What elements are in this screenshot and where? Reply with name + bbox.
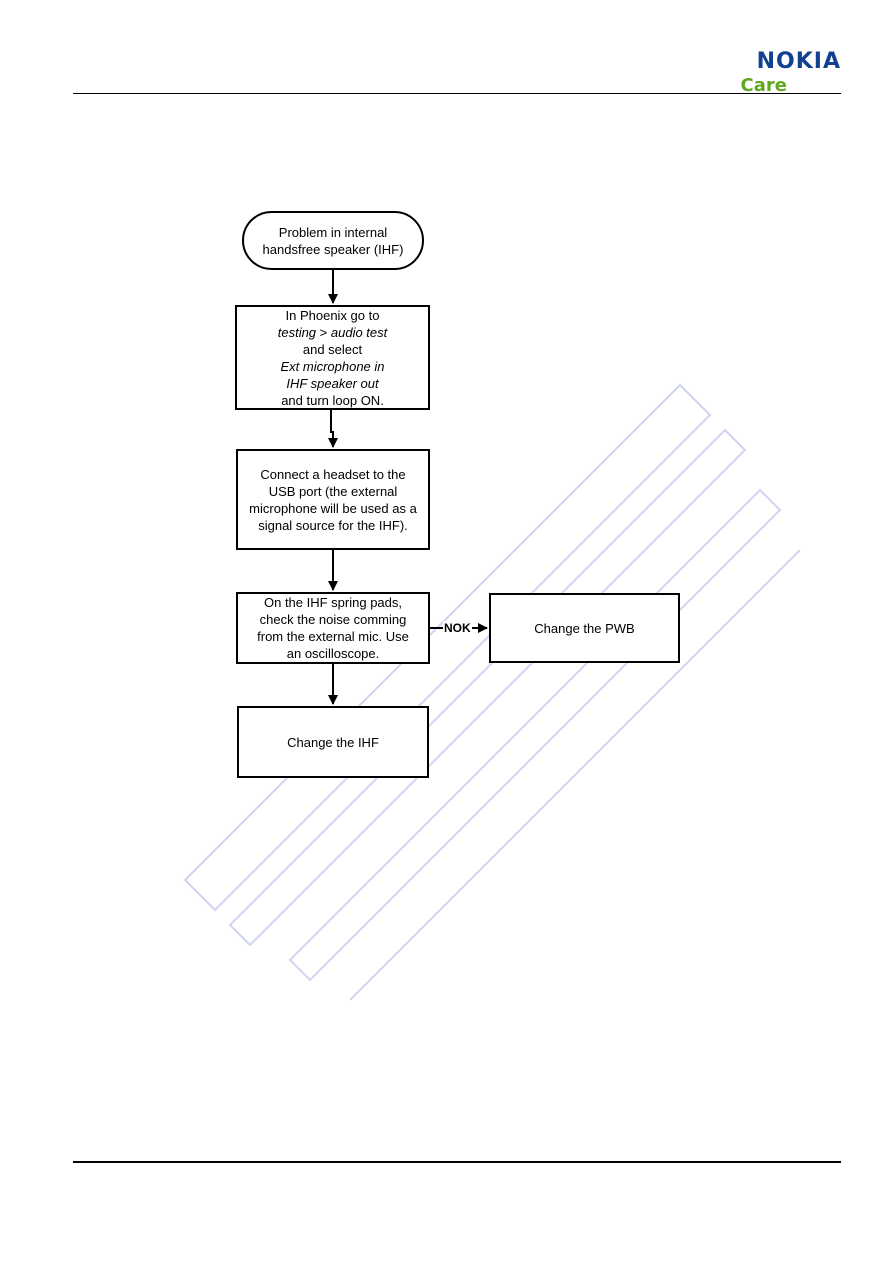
header-rule	[73, 93, 841, 94]
step1-line-1: In Phoenix go to	[285, 307, 380, 323]
step1-audio-test: audio test	[330, 324, 388, 340]
step1-line-6: and turn loop ON.	[281, 392, 384, 408]
start-line-1: Problem in internal	[278, 224, 388, 240]
start-node: Problem in internal handsfree speaker (I…	[242, 211, 424, 270]
arrow-step1-to-step2	[328, 410, 338, 448]
step1-line-3: and select	[302, 341, 363, 357]
step-phoenix-audio-test: In Phoenix go to testing > audio test an…	[235, 305, 430, 410]
step-connect-headset: Connect a headset to the USB port (the e…	[236, 449, 430, 550]
care-wordmark: Care	[740, 75, 787, 96]
change-ihf-label: Change the IHF	[287, 734, 379, 750]
nokia-wordmark: NOKIA	[756, 49, 841, 74]
step2-line-4: signal source for the IHF).	[258, 517, 408, 533]
start-line-2: handsfree speaker (IHF)	[262, 241, 404, 257]
step2-line-2: USB port (the external	[268, 483, 398, 499]
change-pwb-node: Change the PWB	[489, 593, 680, 663]
step3-line-3: from the external mic. Use	[257, 629, 409, 644]
step2-line-1: Connect a headset to the	[260, 466, 406, 482]
nokia-care-logo: NOKIA Care	[741, 50, 841, 96]
step3-line-2: check the noise comming	[259, 612, 407, 627]
step1-line-2: testing > audio test	[278, 324, 388, 341]
step-check-noise: On the IHF spring pads, check the noise …	[236, 592, 430, 664]
step3-line-1: On the IHF spring pads,	[263, 595, 402, 610]
footer-rule	[73, 1161, 841, 1163]
step3-line-4: an oscilloscope.	[286, 646, 380, 661]
change-pwb-label: Change the PWB	[534, 620, 635, 636]
nok-label: NOK	[443, 621, 472, 635]
step1-line-5: IHF speaker out	[286, 375, 379, 391]
step1-sep: >	[316, 324, 331, 340]
change-ihf-node: Change the IHF	[237, 706, 429, 778]
step1-testing: testing	[277, 324, 317, 340]
step1-line-4: Ext microphone in	[280, 358, 385, 374]
step2-line-3: microphone will be used as a	[249, 500, 417, 516]
